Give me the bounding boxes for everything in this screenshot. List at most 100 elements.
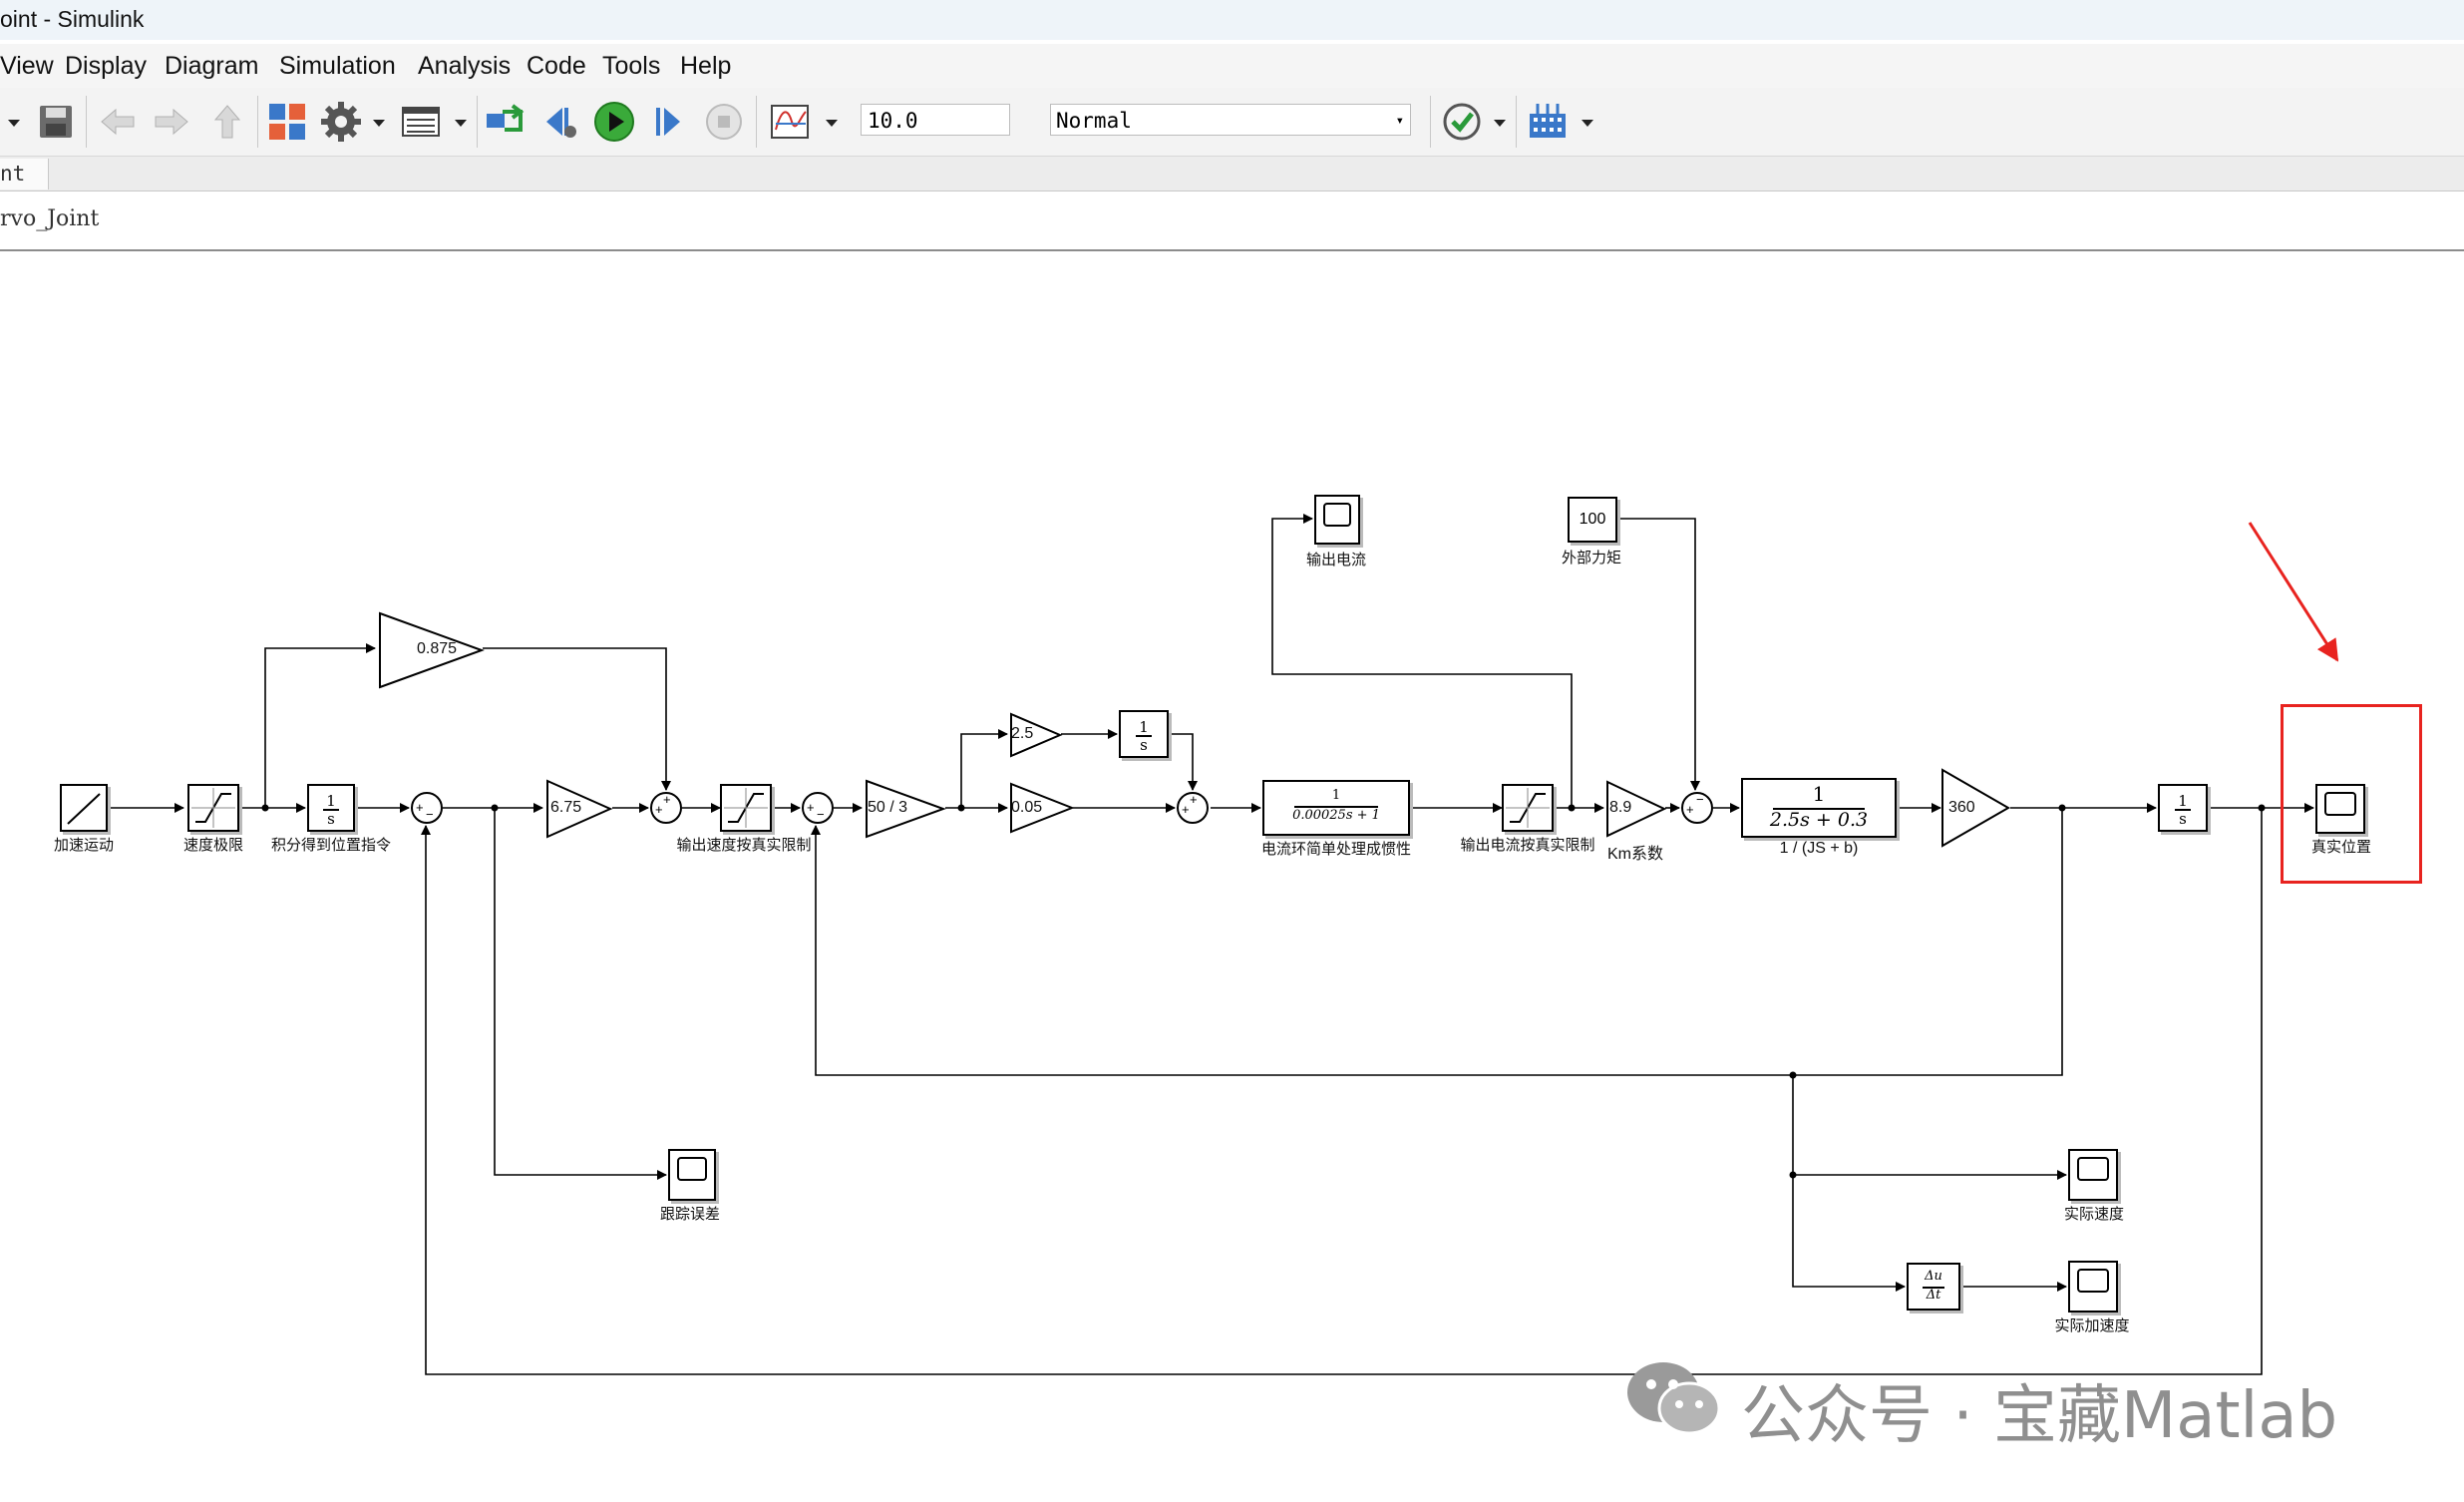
breadcrumb-path[interactable]: rvo_Joint bbox=[0, 206, 100, 231]
sum-block-3[interactable]: +− bbox=[802, 792, 834, 824]
run-icon[interactable] bbox=[592, 100, 636, 144]
integrator-block-2[interactable]: 1 s bbox=[1119, 710, 1169, 758]
saturation-icon bbox=[1506, 788, 1550, 828]
transfer-fcn-current[interactable]: 1 0.00025s + 1 bbox=[1262, 780, 1410, 836]
constant-block-torque[interactable]: 100 bbox=[1568, 497, 1617, 543]
constant-value: 100 bbox=[1579, 511, 1606, 528]
step-back-icon[interactable] bbox=[538, 100, 582, 144]
library-browser-icon[interactable] bbox=[265, 100, 309, 144]
transfer-fcn-plant[interactable]: 1 2.5s + 0.3 bbox=[1741, 778, 1897, 838]
scope-block-error[interactable] bbox=[668, 1149, 716, 1201]
saturation-icon bbox=[191, 788, 235, 828]
ramp-icon bbox=[67, 793, 101, 825]
ramp-label: 加速运动 bbox=[53, 836, 115, 854]
dropdown-arrow-icon[interactable] bbox=[451, 100, 471, 144]
menu-view[interactable]: View bbox=[0, 52, 54, 80]
stop-time-input[interactable]: 10.0 bbox=[861, 104, 1010, 136]
tab-model[interactable]: nt bbox=[0, 159, 49, 189]
scope-block-current[interactable] bbox=[1314, 495, 1360, 545]
scope-label-current: 输出电流 bbox=[1305, 551, 1367, 568]
integrator-num: 1 bbox=[2178, 792, 2188, 810]
saturation-label-3: 输出电流按真实限制 bbox=[1460, 836, 1595, 854]
breadcrumb: rvo_Joint bbox=[0, 191, 2464, 251]
integrator-den: s bbox=[327, 810, 335, 828]
transfer-fcn-plant-label: 1 / (JS + b) bbox=[1779, 840, 1859, 857]
scope-label-error: 跟踪误差 bbox=[659, 1205, 721, 1223]
gain-block-675[interactable] bbox=[544, 778, 614, 840]
scope-block-velocity[interactable] bbox=[2068, 1149, 2118, 1201]
menu-bar: View Display Diagram Simulation Analysis… bbox=[0, 44, 2464, 88]
step-forward-icon[interactable] bbox=[646, 100, 690, 144]
scope-icon bbox=[1323, 503, 1351, 527]
chevron-down-icon: ▾ bbox=[1395, 113, 1404, 129]
sum-block-2[interactable]: ++ bbox=[650, 792, 682, 824]
scope-icon bbox=[2077, 1157, 2109, 1181]
gain-value-675: 6.75 bbox=[550, 799, 582, 816]
scope-label-velocity: 实际速度 bbox=[2063, 1205, 2125, 1223]
scope-icon bbox=[2077, 1269, 2109, 1293]
scope-label-position: 真实位置 bbox=[2310, 838, 2372, 856]
up-icon[interactable] bbox=[205, 100, 249, 144]
title-bar: oint - Simulink bbox=[0, 0, 2464, 40]
menu-display[interactable]: Display bbox=[65, 52, 147, 80]
scope-block-position[interactable] bbox=[2315, 784, 2365, 834]
menu-help[interactable]: Help bbox=[680, 52, 732, 80]
integrator-block-3[interactable]: 1 s bbox=[2158, 784, 2208, 832]
gain-value-0875: 0.875 bbox=[417, 640, 458, 657]
gain-block-005[interactable] bbox=[1009, 782, 1075, 834]
dropdown-arrow-icon[interactable] bbox=[369, 100, 389, 144]
sum-block-4[interactable]: ++ bbox=[1177, 792, 1209, 824]
saturation-label-1: 速度极限 bbox=[182, 836, 244, 854]
signal-viewer-icon[interactable] bbox=[768, 100, 812, 144]
update-diagram-icon[interactable] bbox=[483, 100, 527, 144]
sum-block-1[interactable]: +− bbox=[411, 792, 443, 824]
watermark-text: 公众号 · 宝藏Matlab bbox=[1741, 1379, 2338, 1453]
forward-icon[interactable] bbox=[150, 100, 193, 144]
model-advisor-check-icon[interactable] bbox=[1440, 100, 1484, 144]
menu-simulation[interactable]: Simulation bbox=[279, 52, 396, 80]
back-icon[interactable] bbox=[96, 100, 140, 144]
build-icon[interactable] bbox=[1526, 100, 1570, 144]
simulation-mode-select[interactable]: Normal▾ bbox=[1050, 104, 1411, 136]
integrator-block-1[interactable]: 1 s bbox=[307, 784, 355, 832]
gain-block-25[interactable] bbox=[1009, 712, 1063, 758]
tf-plant-num: 1 bbox=[1812, 782, 1826, 806]
scope-label-acceleration: 实际加速度 bbox=[2054, 1316, 2130, 1334]
gain-block-360[interactable] bbox=[1940, 768, 2012, 848]
gain-value-005: 0.05 bbox=[1011, 799, 1043, 816]
diagram-canvas[interactable]: 加速运动 速度极限 1 s 积分得到位置指令 +− 0.875 6.75 ++ … bbox=[0, 251, 2464, 1502]
dropdown-arrow-icon[interactable] bbox=[1490, 100, 1510, 144]
scope-block-acceleration[interactable] bbox=[2068, 1261, 2118, 1313]
menu-diagram[interactable]: Diagram bbox=[165, 52, 259, 80]
gain-value-360: 360 bbox=[1948, 799, 1975, 816]
saturation-label-2: 输出速度按真实限制 bbox=[676, 836, 812, 854]
model-explorer-icon[interactable] bbox=[399, 100, 443, 144]
derivative-block[interactable]: Δu Δt bbox=[1907, 1263, 1960, 1311]
tf-current-den: 0.00025s + 1 bbox=[1292, 808, 1380, 823]
dropdown-arrow-icon[interactable] bbox=[1578, 100, 1597, 144]
menu-analysis[interactable]: Analysis bbox=[418, 52, 512, 80]
saturation-block-2[interactable] bbox=[720, 784, 772, 832]
dropdown-arrow-icon[interactable] bbox=[822, 100, 842, 144]
gain-block-km[interactable] bbox=[1605, 780, 1667, 838]
tf-plant-den: 2.5s + 0.3 bbox=[1769, 809, 1869, 831]
constant-label-torque: 外部力矩 bbox=[1561, 549, 1622, 566]
menu-code[interactable]: Code bbox=[527, 52, 586, 80]
save-icon[interactable] bbox=[34, 100, 78, 144]
saturation-block-1[interactable] bbox=[187, 784, 239, 832]
toolbar: 10.0 Normal▾ bbox=[0, 88, 2464, 157]
integrator-num: 1 bbox=[326, 792, 336, 810]
menu-tools[interactable]: Tools bbox=[602, 52, 661, 80]
ramp-block[interactable] bbox=[60, 784, 108, 832]
annotation-highlight-box bbox=[2281, 704, 2422, 884]
gain-block-50-3[interactable] bbox=[864, 778, 947, 840]
derivative-den: Δt bbox=[1926, 1288, 1941, 1303]
signal-lines bbox=[108, 514, 2339, 1375]
gain-block-0875[interactable] bbox=[377, 610, 487, 690]
saturation-block-3[interactable] bbox=[1502, 784, 1554, 832]
model-config-icon[interactable] bbox=[319, 100, 363, 144]
dropdown-arrow-icon[interactable] bbox=[4, 100, 24, 144]
stop-icon[interactable] bbox=[702, 100, 746, 144]
watermark: 公众号 · 宝藏Matlab bbox=[1623, 1358, 2337, 1453]
sum-block-5[interactable]: +− bbox=[1681, 792, 1713, 824]
